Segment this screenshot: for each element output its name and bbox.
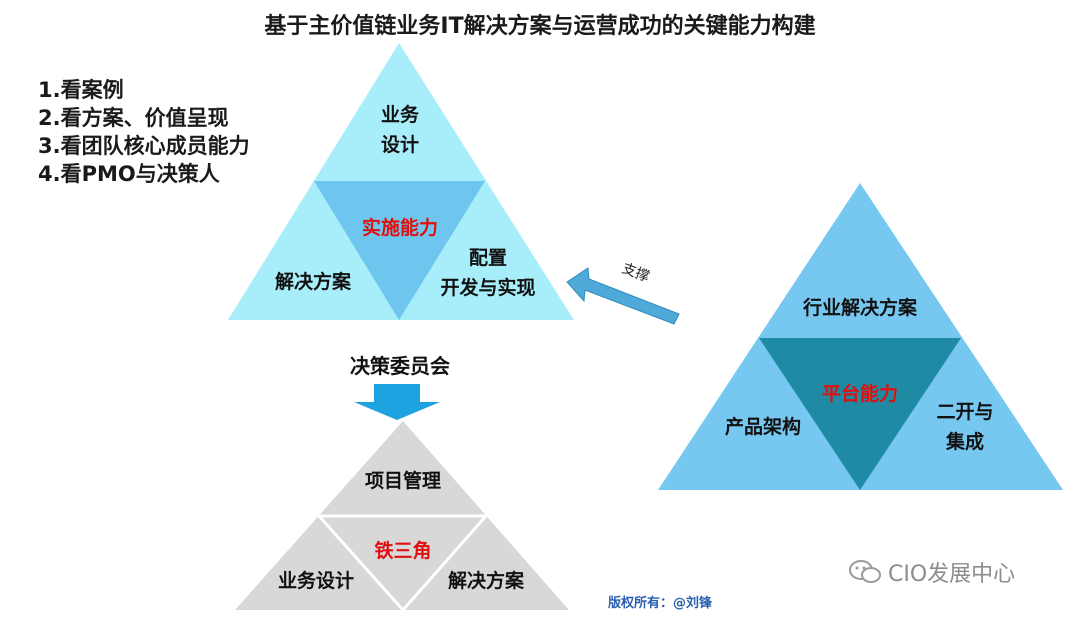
bottom-triangle-top-label: 项目管理 bbox=[364, 470, 441, 492]
top-triangle-inner bbox=[314, 181, 485, 320]
step-item: 4.看PMO与决策人 bbox=[38, 162, 220, 186]
top-triangle-center-label: 实施能力 bbox=[361, 217, 438, 239]
right-triangle-inner bbox=[759, 338, 961, 490]
bottom-triangle-inner bbox=[315, 514, 490, 613]
bottom-triangle-left-label: 业务设计 bbox=[277, 570, 354, 592]
copyright-text: 版权所有：@刘锋 bbox=[608, 596, 713, 611]
top-triangle-top-label: 业务 设计 bbox=[350, 100, 450, 160]
support-arrow-icon bbox=[566, 267, 680, 325]
right-triangle-outer bbox=[658, 183, 1063, 490]
step-item: 1.看案例 bbox=[38, 78, 124, 102]
right-triangle-center-label: 平台能力 bbox=[821, 383, 898, 405]
label-line: 配置 bbox=[468, 247, 507, 269]
right-triangle-left-label: 产品架构 bbox=[724, 416, 801, 438]
watermark: CIO发展中心 bbox=[848, 556, 1015, 588]
bottom-triangle-center-label: 铁三角 bbox=[374, 540, 432, 562]
page-title: 基于主价值链业务IT解决方案与运营成功的关键能力构建 bbox=[264, 14, 816, 39]
label-line: 设计 bbox=[380, 134, 419, 156]
wechat-icon bbox=[849, 560, 881, 583]
down-arrow-icon bbox=[354, 384, 440, 420]
label-line: 业务 bbox=[380, 104, 419, 126]
step-item: 2.看方案、价值呈现 bbox=[38, 106, 229, 130]
top-triangle-right-label: 配置 开发与实现 bbox=[428, 243, 548, 303]
steps-list: 1.看案例 2.看方案、价值呈现 3.看团队核心成员能力 4.看PMO与决策人 bbox=[38, 76, 250, 188]
watermark-text: CIO发展中心 bbox=[888, 562, 1016, 587]
bottom-triangle-right-label: 解决方案 bbox=[447, 570, 524, 592]
committee-label: 决策委员会 bbox=[350, 354, 450, 378]
label-line: 开发与实现 bbox=[440, 277, 536, 299]
right-triangle-top-label: 行业解决方案 bbox=[802, 297, 917, 319]
right-triangle-right-label: 二开与 集成 bbox=[910, 397, 1020, 457]
label-line: 二开与 bbox=[936, 401, 994, 423]
top-triangle-left-label: 解决方案 bbox=[274, 271, 351, 293]
step-item: 3.看团队核心成员能力 bbox=[38, 134, 250, 158]
label-line: 集成 bbox=[945, 431, 984, 453]
